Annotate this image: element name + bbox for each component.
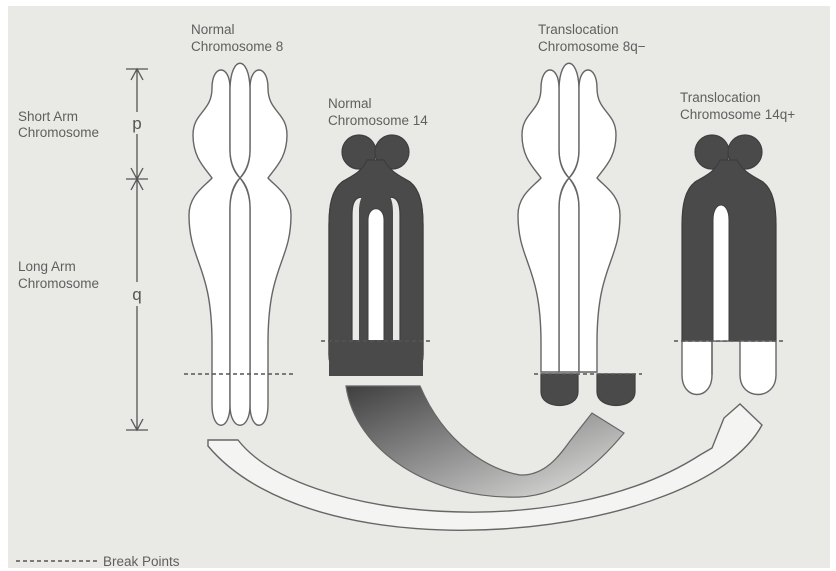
short-arm-letter: p [132,114,141,133]
short-arm-label-line1: Short Arm [18,109,78,124]
normal-14-title-line1: Normal [328,96,372,111]
translocation-14q-title-line1: Translocation [680,90,761,105]
long-arm-letter: q [132,285,141,304]
legend-break-points-label: Break Points [103,554,180,569]
chr8q-translocated-segment-left [541,374,578,406]
normal-8-title-line2: Chromosome 8 [191,39,283,54]
chr14q-lower-right [740,341,776,395]
translocation-8q-title-line2: Chromosome 8q− [538,39,646,54]
normal-14-title-line2: Chromosome 14 [328,113,428,128]
normal-8-title-line1: Normal [191,22,235,37]
short-arm-label-line2: Chromosome [18,125,99,140]
translocation-14q-title-line2: Chromosome 14q+ [680,107,795,122]
long-arm-label-line2: Chromosome [18,276,99,291]
translocation-8q-title-line1: Translocation [538,22,619,37]
long-arm-label-line1: Long Arm [18,259,76,274]
chr14q-lower-left [682,341,712,395]
chr8q-translocated-segment-right [597,374,635,406]
